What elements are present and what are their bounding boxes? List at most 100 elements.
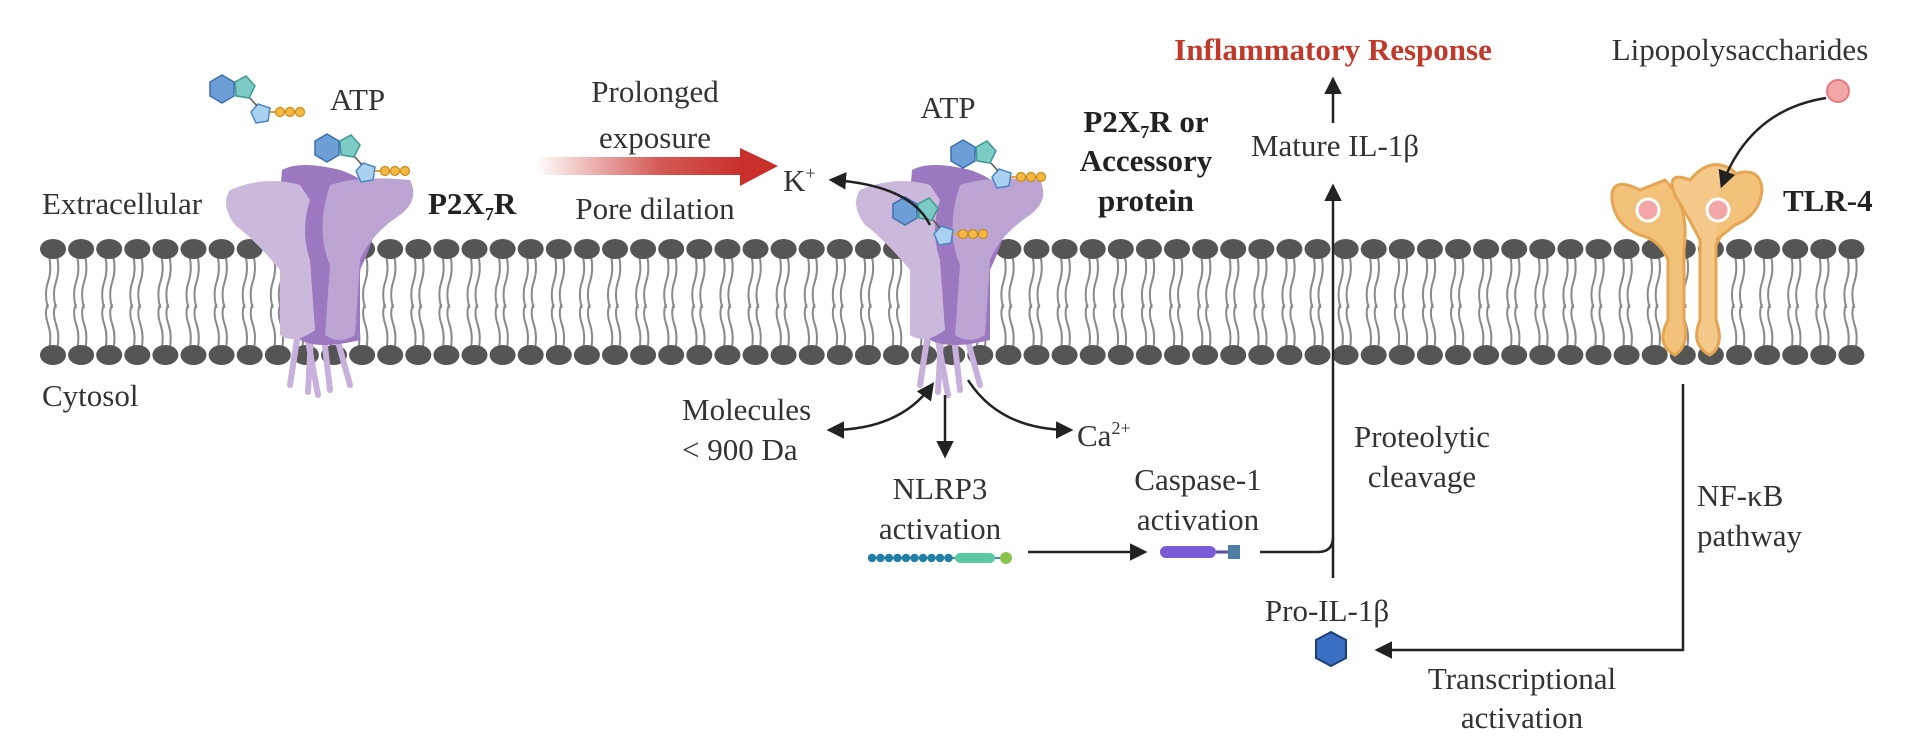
lipid-head — [1501, 239, 1528, 259]
tlr4-label: TLR-4 — [1783, 183, 1873, 218]
lipid-heads — [40, 239, 1865, 365]
lipid-head — [658, 239, 685, 259]
nacht-domain — [955, 553, 995, 563]
prolonged-exposure-arrow — [535, 148, 778, 186]
lrr-bead — [901, 553, 911, 563]
lipid-head — [826, 345, 853, 365]
lipid-head — [1388, 239, 1415, 259]
caspase1-protein-icon — [1160, 545, 1240, 559]
adenine-ring — [892, 196, 918, 226]
lipid-head — [236, 239, 263, 259]
lipid-head — [1613, 345, 1640, 365]
lipid-head — [377, 239, 404, 259]
pathway-label: pathway — [1697, 518, 1803, 553]
proteolytic-label: Proteolytic — [1354, 419, 1490, 454]
lipid-head — [1248, 239, 1275, 259]
lipid-head — [545, 239, 572, 259]
lipid-head — [1838, 345, 1865, 365]
caspase1-activation-label: activation — [1137, 502, 1260, 537]
lipid-head — [208, 345, 235, 365]
lipid-tails — [45, 255, 1858, 351]
lipid-head — [883, 345, 909, 365]
lipid-head — [686, 239, 713, 259]
lipid-head — [180, 345, 207, 365]
lipid-head — [517, 239, 544, 259]
lipid-head — [1332, 239, 1359, 259]
lipid-head — [236, 345, 263, 365]
transcriptional-activation-label: activation — [1461, 700, 1584, 735]
lipid-head — [1023, 345, 1050, 365]
cleavage-label: cleavage — [1368, 459, 1476, 494]
lipid-head — [1135, 239, 1162, 259]
lipid-head — [573, 239, 600, 259]
phosphate-group — [274, 106, 286, 118]
phosphate-group — [1015, 171, 1027, 183]
lipid-head — [405, 345, 432, 365]
lipid-head — [854, 239, 881, 259]
lrr-bead — [918, 553, 928, 563]
flow-arrows — [826, 76, 1827, 659]
lipid-head — [461, 345, 488, 365]
ribose-ring — [355, 162, 376, 183]
nfkb-label: NF-κB — [1697, 478, 1783, 513]
lipid-head — [1557, 239, 1584, 259]
p2x7r-label: P2X7R — [428, 186, 517, 224]
lipid-head — [1023, 239, 1050, 259]
k-ion-charge: + — [805, 163, 815, 183]
lipid-head — [714, 345, 741, 365]
lipid-head — [854, 345, 881, 365]
lipid-head — [1079, 345, 1106, 365]
lipid-head — [1726, 239, 1752, 259]
pro-il1b-icon — [1315, 630, 1347, 668]
phosphate-group — [957, 228, 969, 240]
lipid-head — [798, 239, 825, 259]
lrr-bead — [867, 553, 877, 563]
lrr-bead — [893, 553, 902, 563]
lipid-head — [545, 345, 572, 365]
lipid-head — [1135, 345, 1162, 365]
lipopolysaccharides-label: Lipopolysaccharides — [1612, 32, 1869, 67]
lipid-head — [1248, 345, 1275, 365]
lipid-head — [630, 239, 657, 259]
imidazole-ring — [339, 134, 361, 158]
receptor-light-subunit — [226, 181, 315, 339]
lipid-head — [124, 239, 151, 259]
lipid-head — [602, 345, 628, 365]
caspase1-label: Caspase-1 — [1134, 462, 1261, 497]
lipid-head — [1473, 345, 1500, 365]
exposure-label: exposure — [599, 120, 711, 155]
lipid-head — [1107, 239, 1134, 259]
cell-membrane — [40, 239, 1865, 365]
p2x7r-or-main: P2X — [1083, 104, 1140, 139]
lipid-head — [1079, 239, 1106, 259]
lipid-head — [405, 239, 432, 259]
lipid-head — [68, 239, 95, 259]
cytosol-label: Cytosol — [42, 378, 138, 413]
lipid-head — [1276, 239, 1303, 259]
transcriptional-label: Transcriptional — [1428, 661, 1616, 696]
lipid-head — [1529, 239, 1556, 259]
protein-label: protein — [1098, 183, 1194, 218]
k-ion-main: K — [783, 163, 806, 198]
adenine-ring — [314, 133, 340, 163]
lipid-head — [124, 345, 151, 365]
lipid-head — [433, 239, 460, 259]
lps-to-tlr4-arrow — [1718, 96, 1827, 189]
phosphate-group — [294, 106, 306, 118]
nlrp3-label: NLRP3 — [893, 471, 988, 506]
atp-molecule-icon — [209, 74, 306, 124]
lipid-head — [377, 345, 404, 365]
lipid-head — [152, 345, 179, 365]
lipid-head — [96, 239, 123, 259]
pro-il1b-label: Pro-IL-1β — [1265, 593, 1389, 628]
phosphate-group — [967, 228, 979, 240]
lipid-head — [1445, 239, 1471, 259]
k-efflux-arrow — [828, 172, 932, 226]
imidazole-ring — [975, 140, 997, 164]
lipid-head — [152, 239, 179, 259]
lipid-head — [489, 345, 516, 365]
lipid-head — [1473, 239, 1500, 259]
lipid-head — [96, 345, 123, 365]
p2x7-receptor-left — [226, 165, 414, 398]
